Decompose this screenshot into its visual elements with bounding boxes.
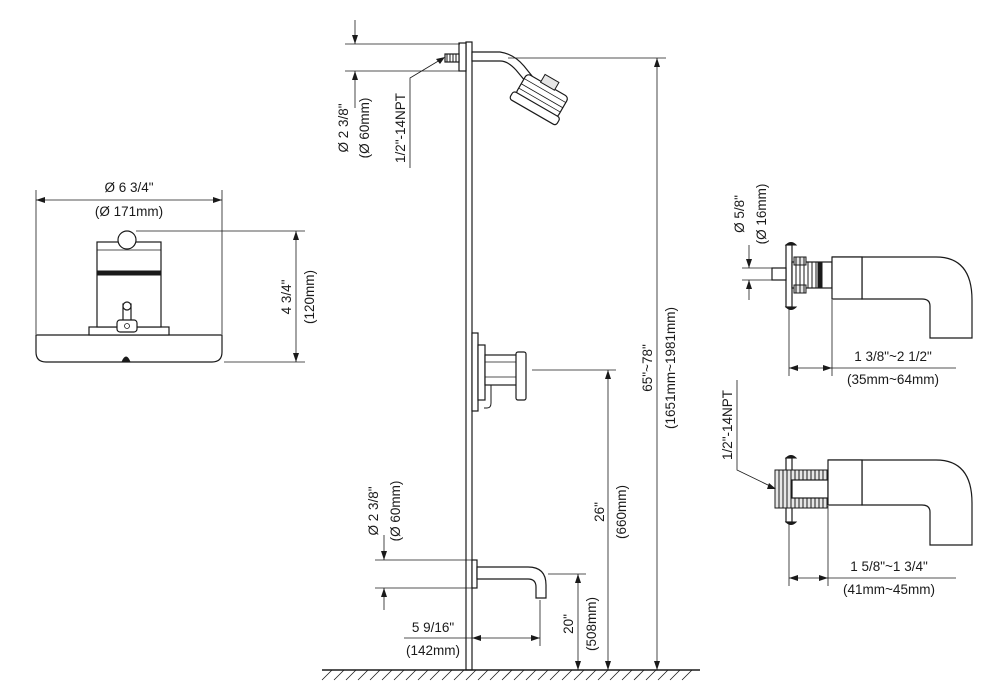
thread-range-mm: (41mm~45mm): [843, 582, 935, 597]
slip-fit-spout-detail: [742, 242, 973, 376]
head-height-mm: (1651mm~1981mm): [663, 307, 678, 429]
cover-height-mm: (120mm): [302, 270, 317, 324]
spout-height-mm: (508mm): [584, 597, 599, 651]
spout-reach-in: 5 9/16": [412, 620, 455, 635]
spout-flange-in: Ø 2 3/8": [366, 486, 381, 535]
trim-cover-view: [35, 190, 305, 363]
valve-height-in: 26": [592, 502, 607, 522]
cover-diameter-mm: (Ø 171mm): [95, 204, 163, 219]
slip-diameter-in: Ø 5/8": [732, 195, 747, 233]
spout-height-in: 20": [561, 614, 576, 634]
thread-label: 1/2"-14NPT: [720, 390, 735, 460]
slip-diameter-mm: (Ø 16mm): [754, 184, 769, 245]
valve-height-mm: (660mm): [614, 485, 629, 539]
spout-reach-mm: (142mm): [406, 643, 460, 658]
cover-diameter-in: Ø 6 3/4": [104, 180, 153, 195]
arm-thread-label: 1/2"-14NPT: [393, 93, 408, 163]
slip-range-in: 1 3/8"~2 1/2": [854, 349, 932, 364]
threaded-spout-detail: [736, 380, 973, 586]
spout-flange-mm: (Ø 60mm): [388, 481, 403, 542]
arm-diameter-in: Ø 2 3/8": [336, 103, 351, 152]
floor-hatch: [321, 669, 693, 681]
thread-range-in: 1 5/8"~1 3/4": [850, 559, 928, 574]
shower-assembly-view: [321, 20, 700, 681]
cover-height-in: 4 3/4": [279, 279, 294, 314]
head-height-in: 65"~78": [640, 344, 655, 392]
slip-range-mm: (35mm~64mm): [847, 372, 939, 387]
arm-diameter-mm: (Ø 60mm): [357, 98, 372, 159]
